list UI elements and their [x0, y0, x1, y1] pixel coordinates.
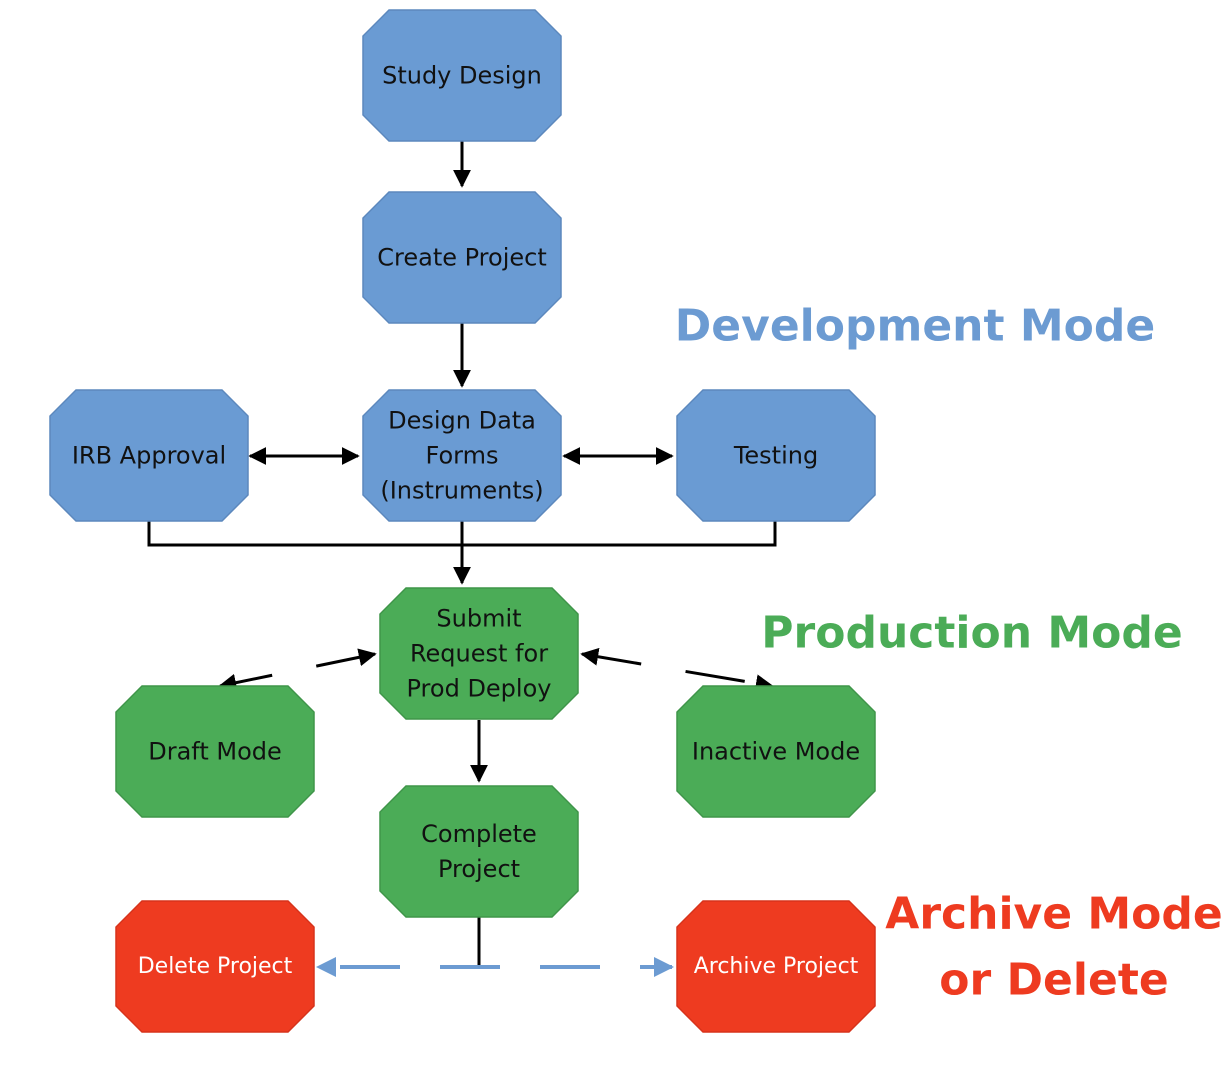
edge-submit-inactive	[580, 647, 774, 693]
node-inactive-mode: Inactive Mode	[676, 685, 876, 818]
node-label: Inactive Mode	[692, 738, 860, 766]
mode-label-production: Production Mode	[761, 608, 1182, 659]
node-shape	[676, 389, 876, 522]
node-label: Forms	[426, 442, 499, 470]
node-study-design: Study Design	[362, 9, 562, 142]
node-shape	[379, 785, 579, 918]
node-shape	[676, 900, 876, 1033]
node-shape	[379, 587, 579, 720]
node-label: Delete Project	[138, 954, 293, 979]
node-testing: Testing	[676, 389, 876, 522]
mode-label-archive: or Delete	[939, 955, 1168, 1006]
node-label: Testing	[733, 442, 818, 470]
node-label: Design Data	[388, 407, 536, 435]
node-draft-mode: Draft Mode	[115, 685, 315, 818]
node-shape	[115, 685, 315, 818]
node-shape	[362, 191, 562, 324]
edges	[147, 141, 777, 977]
mode-label-development: Development Mode	[675, 301, 1155, 352]
edge-submit-draft	[218, 648, 377, 692]
node-label: Complete	[421, 820, 537, 848]
node-shape	[676, 685, 876, 818]
node-delete-project: Delete Project	[115, 900, 315, 1033]
node-label: Submit	[436, 605, 521, 633]
node-label: Archive Project	[694, 954, 859, 979]
node-label: Study Design	[382, 62, 542, 90]
node-shape	[115, 900, 315, 1033]
node-label: (Instruments)	[380, 477, 543, 505]
node-irb-approval: IRB Approval	[49, 389, 249, 522]
node-label: Project	[438, 855, 520, 883]
node-label: Create Project	[377, 244, 547, 272]
mode-label-archive: Archive Mode	[885, 889, 1222, 940]
node-shape	[362, 389, 562, 522]
node-label: IRB Approval	[72, 442, 226, 470]
node-archive-project: Archive Project	[676, 900, 876, 1033]
node-label: Prod Deploy	[407, 675, 552, 703]
node-shape	[49, 389, 249, 522]
node-label: Draft Mode	[148, 738, 282, 766]
node-label: Request for	[410, 640, 548, 668]
node-create-project: Create Project	[362, 191, 562, 324]
node-shape	[362, 9, 562, 142]
